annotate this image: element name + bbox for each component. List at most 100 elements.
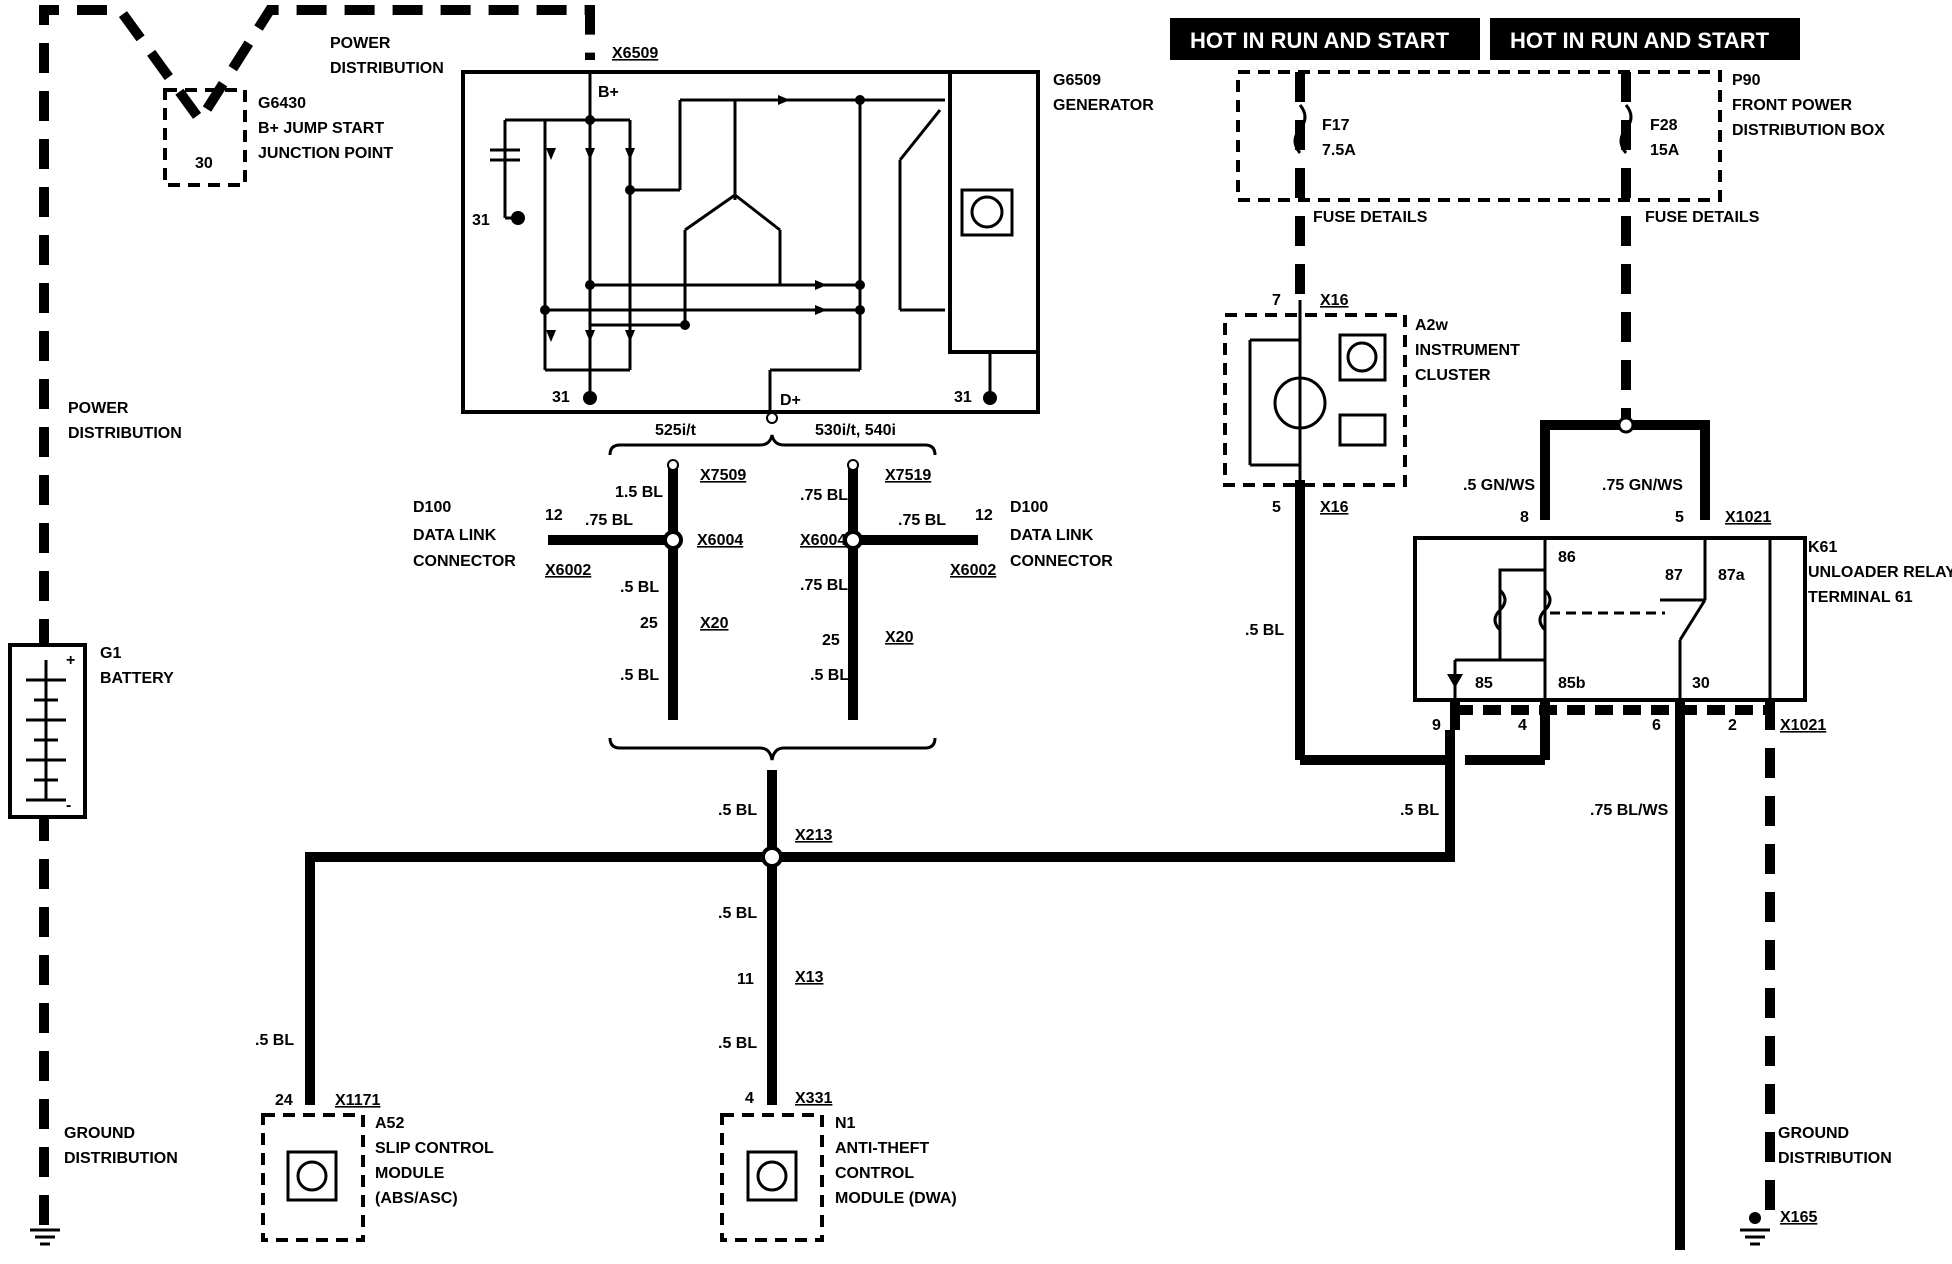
variant-left: 525i/t (655, 422, 697, 439)
d100-left-wire: .75 BL (585, 512, 633, 529)
k61-t85: 85 (1475, 675, 1493, 692)
battery-minus: - (66, 797, 71, 814)
n1-pin: 4 (745, 1090, 754, 1107)
power-distribution-left-2: DISTRIBUTION (68, 425, 182, 442)
fuse-details-1: FUSE DETAILS (1313, 209, 1428, 226)
main-wire-bot: .5 BL (718, 1035, 757, 1052)
g6430-pin: 30 (195, 155, 213, 172)
generator-bplus: B+ (598, 84, 619, 101)
a2w-pin-top: 7 (1272, 292, 1281, 309)
right-wire3: .5 BL (810, 667, 849, 684)
hot-banner-2-text: HOT IN RUN AND START (1510, 28, 1770, 53)
power-distribution-wire (39, 4, 595, 1225)
k61-bottom-wires (1450, 700, 1775, 1250)
main-splice-id: X213 (795, 827, 832, 844)
d100-left-label-2: CONNECTOR (413, 553, 516, 570)
variant-right: 530i/t, 540i (815, 422, 896, 439)
hot-banner-1 (1170, 18, 1480, 60)
generator-gnd-1: 31 (472, 212, 490, 229)
k61-pin4: 4 (1518, 717, 1527, 734)
p90-label-1: FRONT POWER (1732, 97, 1852, 114)
generator-dplus: D+ (780, 392, 801, 409)
p90-id: P90 (1732, 72, 1761, 89)
left-top-conn: X7509 (700, 467, 746, 484)
fuse-details-2: FUSE DETAILS (1645, 209, 1760, 226)
k61-t87: 87 (1665, 567, 1683, 584)
p90-label-2: DISTRIBUTION BOX (1732, 122, 1885, 139)
generator-id: G6509 (1053, 72, 1101, 89)
a2w-label-2: CLUSTER (1415, 367, 1491, 384)
n1-id: N1 (835, 1115, 856, 1132)
ground-distribution-right-2: DISTRIBUTION (1778, 1150, 1892, 1167)
n1-label-1: ANTI-THEFT (835, 1140, 929, 1157)
d100-left-connector: X6002 (545, 562, 591, 579)
a52-label-1: SLIP CONTROL (375, 1140, 494, 1157)
k61-pin8: 8 (1520, 509, 1529, 526)
a52-label-3: (ABS/ASC) (375, 1190, 458, 1207)
ground-distribution-left-2: DISTRIBUTION (64, 1150, 178, 1167)
a52-conn: X1171 (335, 1092, 380, 1109)
a2w-cluster-circuit (1248, 300, 1387, 500)
left-top-wire: 1.5 BL (615, 484, 663, 501)
g6430-label-2: JUNCTION POINT (258, 145, 393, 162)
a2w-conn-top: X16 (1320, 292, 1349, 309)
variant-bracket-bottom (608, 737, 937, 761)
left-pin: 25 (640, 615, 658, 632)
d100-right-id: D100 (1010, 499, 1048, 516)
battery-plus: + (66, 652, 75, 669)
k61-label-1: UNLOADER RELAY, (1808, 564, 1952, 581)
k61-id: K61 (1808, 539, 1837, 556)
ground-x165: X165 (1780, 1209, 1817, 1226)
k61-pin5: 5 (1675, 509, 1684, 526)
g6430-label-1: B+ JUMP START (258, 120, 384, 137)
a2w-conn-bot: X16 (1320, 499, 1349, 516)
hot-banner-2 (1490, 18, 1800, 60)
right-feed-wires (1295, 72, 1631, 765)
ground-distribution-left-1: GROUND (64, 1125, 135, 1142)
generator-connector: X6509 (612, 45, 658, 62)
a2w-id: A2w (1415, 317, 1448, 334)
generator-regulator-box (948, 70, 1040, 354)
f17-amp: 7.5A (1322, 142, 1356, 159)
k61-t85b: 85b (1558, 675, 1586, 692)
right-top-conn: X7519 (885, 467, 931, 484)
d100-left-id: D100 (413, 499, 451, 516)
a52-id: A52 (375, 1115, 404, 1132)
left-wire2: .5 BL (620, 579, 659, 596)
k61-wire9: .5 BL (1400, 802, 1439, 819)
k61-conn-bot: X1021 (1780, 717, 1826, 734)
hot-banner-1-text: HOT IN RUN AND START (1190, 28, 1450, 53)
d100-left-pin: 12 (545, 507, 563, 524)
main-wire-network (305, 730, 1455, 1105)
d100-right-wire: .75 BL (898, 512, 946, 529)
battery-id: G1 (100, 645, 121, 662)
generator-gnd-2: 31 (552, 389, 570, 406)
p90-fuse-box (1236, 70, 1722, 202)
k61-wire6: .75 BL/WS (1590, 802, 1669, 819)
right-top-wire: .75 BL (800, 487, 848, 504)
main-conn: X13 (795, 969, 824, 986)
variant-bracket-top (608, 434, 937, 456)
generator-rectifier-circuit (490, 72, 1014, 424)
g6430-junction-box (163, 88, 247, 187)
d100-right-pin: 12 (975, 507, 993, 524)
ground-icon-left (30, 1228, 60, 1246)
n1-label-3: MODULE (DWA) (835, 1190, 957, 1207)
k61-wire8: .5 GN/WS (1463, 477, 1535, 494)
power-distribution-top-label-2: DISTRIBUTION (330, 60, 444, 77)
k61-relay-box (1413, 536, 1807, 702)
right-conn: X20 (885, 629, 914, 646)
left-splice: X6004 (697, 532, 743, 549)
main-wire-top: .5 BL (718, 802, 757, 819)
k61-t30: 30 (1692, 675, 1710, 692)
n1-module-box (720, 1113, 824, 1242)
left-branch-wire (548, 459, 978, 720)
left-conn: X20 (700, 615, 729, 632)
n1-conn: X331 (795, 1090, 832, 1107)
a52-module-box (261, 1113, 365, 1242)
f17-id: F17 (1322, 117, 1350, 134)
n1-module-icon (746, 1150, 798, 1202)
k61-pin6: 6 (1652, 717, 1661, 734)
k61-top-wires (1540, 416, 1710, 520)
k61-pin9: 9 (1432, 717, 1441, 734)
